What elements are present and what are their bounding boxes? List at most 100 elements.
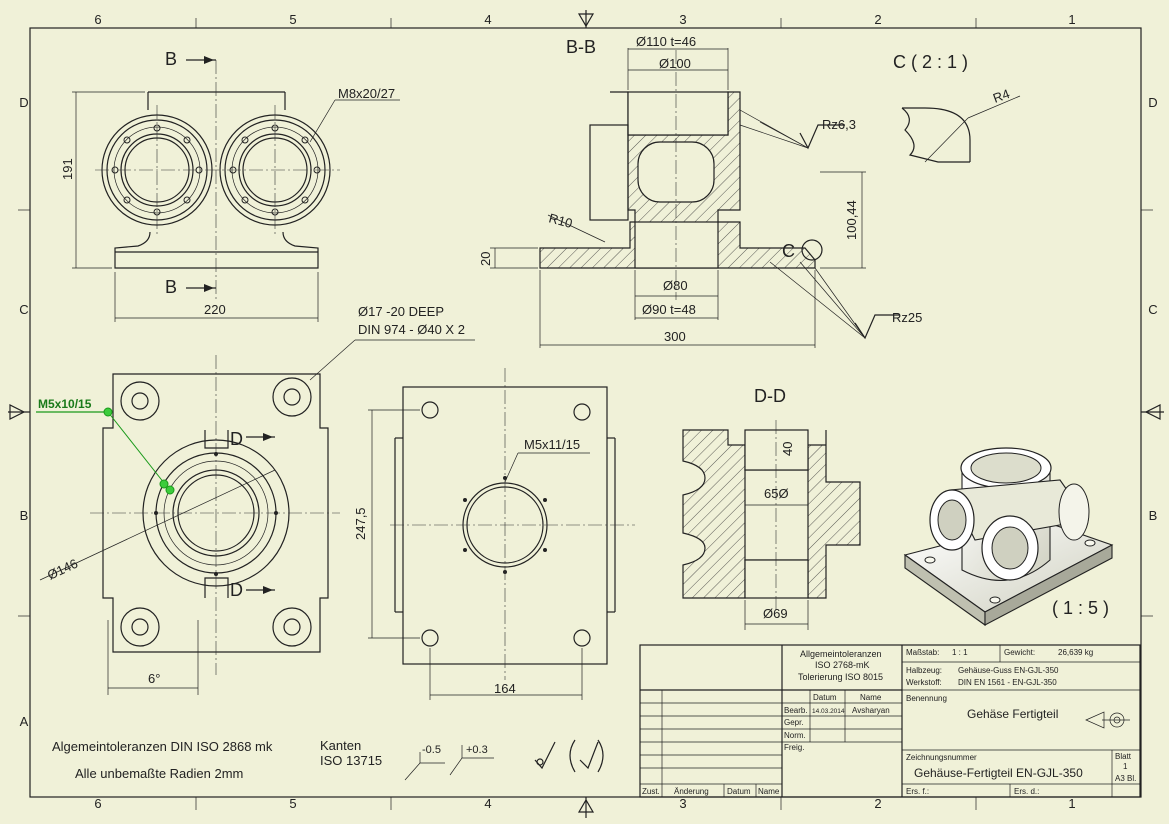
grid-col-label: 3 [679, 796, 686, 811]
dd-diameter-69: Ø69 [763, 606, 788, 621]
bb-r10-dim: R10 [547, 210, 574, 231]
bb-roughness-25: Rz25 [892, 310, 922, 325]
tb-name-label: Benennung [906, 694, 947, 703]
section-bb-view [490, 48, 900, 348]
front-width-dim: 220 [204, 302, 226, 317]
tb-date-col: Datum [813, 693, 837, 702]
bb-width-300: 300 [664, 329, 686, 344]
grid-col-label: 5 [289, 796, 296, 811]
thread-side-label: M5x10/15 [38, 397, 92, 411]
plate-view [368, 368, 635, 700]
isometric-view [903, 447, 1114, 627]
tb-format: A3 Bl. [1115, 774, 1136, 783]
tb-bearb: Bearb. [784, 706, 808, 715]
bb-height-100: 100,44 [844, 200, 859, 240]
grid-col-label: 4 [484, 12, 491, 27]
section-dd-view [682, 420, 861, 630]
tb-sheet-value: 1 [1123, 762, 1128, 771]
grid-col-label: 2 [874, 796, 881, 811]
grid-col-label: 6 [94, 12, 101, 27]
tb-norm: Norm. [784, 731, 806, 740]
tb-general-tol-2: ISO 2768-mK [815, 660, 870, 670]
grid-col-label: 6 [94, 796, 101, 811]
cut-label-d-bottom: D [230, 580, 243, 600]
tb-name: Name [758, 787, 780, 796]
grid-row-label: B [1149, 508, 1158, 523]
bb-d80-dim: Ø80 [663, 278, 688, 293]
tb-bearb-name: Avsharyan [852, 706, 890, 715]
tb-part-name: Gehäse Fertigteil [967, 707, 1058, 721]
hole-note-line1: Ø17 -20 DEEP [358, 304, 444, 319]
bb-roughness-63: Rz6,3 [822, 117, 856, 132]
tb-scale-label: Maßstab: [906, 648, 939, 657]
angle-6-dim: 6° [148, 671, 160, 686]
tb-general-tol-1: Allgemeintoleranzen [800, 649, 882, 659]
detail-c-title: C ( 2 : 1 ) [893, 52, 968, 72]
cut-arrowhead [204, 284, 214, 292]
top-view: D D [39, 339, 475, 695]
tb-name-col: Name [860, 693, 882, 702]
cut-label-b-top: B [165, 49, 177, 69]
section-dd-title: D-D [754, 386, 786, 406]
front-view [72, 60, 400, 322]
diameter-146-dim: Ø146 [45, 556, 80, 583]
tb-semi-label: Halbzeug: [906, 666, 942, 675]
grid-row-label: C [19, 302, 28, 317]
note-edges-title: Kanten [320, 738, 361, 753]
grid-row-label: A [20, 714, 29, 729]
cut-arrowhead [204, 56, 214, 64]
edge-minus-value: -0.5 [422, 744, 441, 756]
title-block [639, 644, 1141, 798]
grid-columns-bottom: 6 5 4 3 2 1 [94, 796, 1075, 811]
tb-weight-value: 26,639 kg [1058, 648, 1093, 657]
tb-general-tol-3: Tolerierung ISO 8015 [798, 672, 883, 682]
grid-row-label: C [1148, 302, 1157, 317]
tb-freig: Freig. [784, 743, 804, 752]
grid-col-label: 1 [1068, 12, 1075, 27]
grid-col-label: 1 [1068, 796, 1075, 811]
plate-width-dim: 164 [494, 681, 516, 696]
bb-d90-dim: Ø90 t=48 [642, 302, 696, 317]
note-tolerances: Algemeintoleranzen DIN ISO 2868 mk [52, 739, 273, 754]
highlighted-thread-callout[interactable]: M5x10/15 [36, 397, 175, 495]
isometric-scale: ( 1 : 5 ) [1052, 598, 1109, 618]
note-radii: Alle unbemaßte Radien 2mm [75, 766, 243, 781]
grid-rows-right: D C B [1148, 95, 1157, 523]
cut-label-b-bottom: B [165, 277, 177, 297]
tb-bearb-date: 14.03.2014 [812, 708, 845, 715]
tb-zust: Zust. [642, 787, 660, 796]
front-height-dim: 191 [60, 158, 75, 180]
grid-columns-top: 6 5 4 3 2 1 [94, 12, 1075, 27]
tb-scale-value: 1 : 1 [952, 648, 968, 657]
tb-ers-f: Ers. f.: [906, 787, 929, 796]
edge-symbols [404, 745, 494, 781]
tb-drawing-no-label: Zeichnungsnummer [906, 753, 977, 762]
tb-semi-value: Gehäuse-Guss EN-GJL-350 [958, 666, 1059, 675]
grid-col-label: 3 [679, 12, 686, 27]
bb-height-20: 20 [478, 252, 493, 266]
grid-rows-left: D C B A [19, 95, 28, 729]
hole-note-line2: DIN 974 - Ø40 X 2 [358, 322, 465, 337]
plate-height-dim: 247,5 [353, 507, 368, 540]
grid-col-label: 5 [289, 12, 296, 27]
tb-material-value: DIN EN 1561 - EN-GJL-350 [958, 678, 1057, 687]
bb-od110-dim: Ø110 t=46 [636, 34, 696, 49]
tb-drawing-no: Gehäuse-Fertigteil EN-GJL-350 [914, 766, 1083, 780]
dd-diameter-65: 65Ø [764, 486, 789, 501]
tb-ers-d: Ers. d.: [1014, 787, 1039, 796]
surface-symbol [534, 739, 604, 773]
plate-thread-callout: M5x11/15 [524, 437, 580, 452]
tb-sheet-label: Blatt [1115, 752, 1132, 761]
edge-plus-value: +0.3 [466, 744, 488, 756]
section-bb-title: B-B [566, 37, 596, 57]
detail-mark-c: C [782, 241, 795, 261]
grid-col-label: 4 [484, 796, 491, 811]
grid-ticks [18, 18, 1153, 810]
grid-col-label: 2 [874, 12, 881, 27]
tb-datum: Datum [727, 787, 751, 796]
grid-row-label: D [19, 95, 28, 110]
dd-height-40: 40 [780, 442, 795, 456]
grid-row-label: B [20, 508, 29, 523]
tb-gepr: Gepr. [784, 718, 804, 727]
tb-weight-label: Gewicht: [1004, 648, 1035, 657]
